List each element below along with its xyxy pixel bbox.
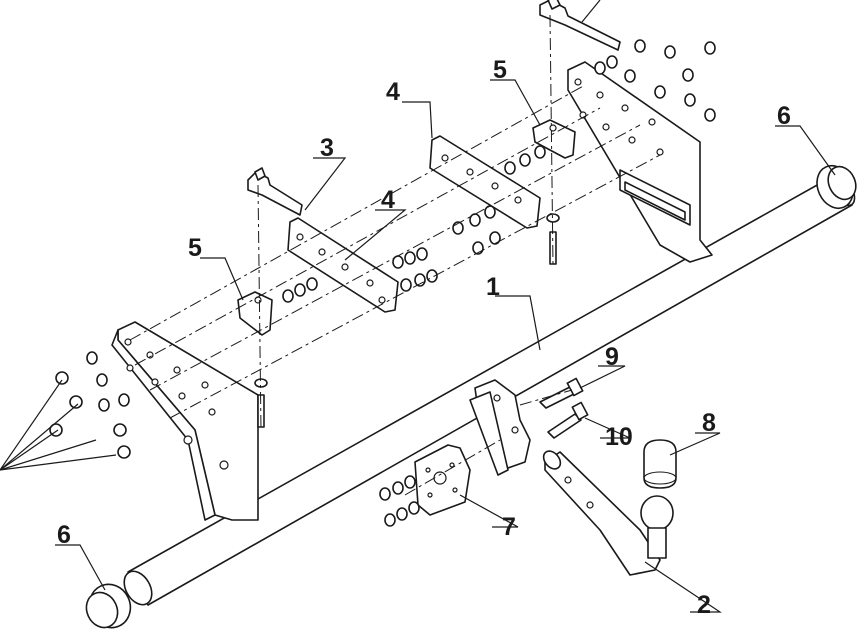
left-side-plate [111, 321, 259, 521]
callout-8: 8 [702, 409, 716, 437]
tow-ball-arm [542, 450, 674, 576]
clamp-strap-right [539, 0, 621, 51]
mounting-strip-left [287, 217, 399, 313]
callout-3: 3 [320, 134, 334, 162]
angle-bracket-left [237, 291, 273, 336]
callout-6-right: 6 [777, 102, 791, 130]
end-cap-right [816, 165, 857, 209]
callout-6-left: 6 [57, 521, 71, 549]
fastener-set-middle [282, 145, 546, 303]
angle-bracket-right [532, 119, 576, 159]
clamp-bracket [469, 379, 531, 476]
socket-plate [414, 444, 471, 516]
right-side-plate [567, 61, 713, 263]
bolt-9 [539, 377, 584, 409]
callout-5-lower: 5 [188, 234, 202, 262]
callout-5-upper: 5 [493, 56, 507, 84]
assembly-axes [129, 14, 661, 496]
callout-4-lower: 4 [381, 186, 395, 214]
callout-10: 10 [605, 423, 633, 451]
ball-cover [643, 439, 677, 489]
fastener-set-top [594, 39, 716, 122]
leader-lines [0, 0, 836, 613]
callout-4-upper: 4 [386, 78, 400, 106]
callout-7: 7 [502, 513, 516, 541]
callouts: 1 2 3 4 4 5 5 6 6 7 8 9 10 [57, 56, 791, 619]
callout-9: 9 [605, 343, 619, 371]
bolt-10 [547, 401, 589, 439]
callout-2: 2 [697, 591, 711, 619]
mounting-strip-right [429, 135, 541, 229]
end-cap-left [85, 583, 132, 629]
clamp-strap-left [247, 167, 303, 216]
fastener-set-socket [379, 475, 420, 527]
callout-1: 1 [486, 273, 500, 301]
